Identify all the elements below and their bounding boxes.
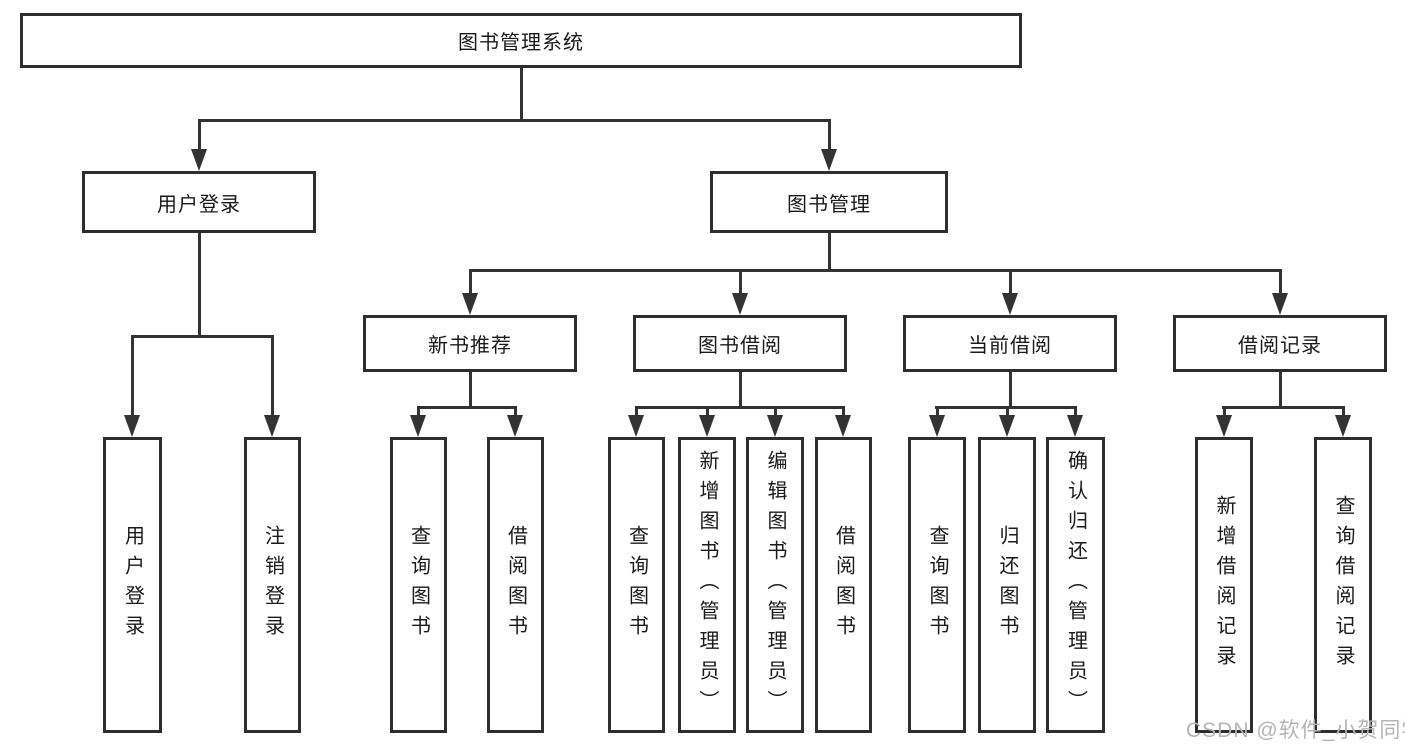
leaf-label: 用户登录	[121, 525, 144, 645]
leaf-label: 新增借阅记录	[1213, 495, 1235, 675]
connector-line-v	[635, 406, 638, 418]
connector-line-v	[936, 406, 939, 418]
connector-line-v	[514, 406, 517, 418]
arrow-down-icon	[462, 293, 478, 315]
connector-line-v	[520, 68, 523, 121]
connector-line-v	[131, 335, 134, 416]
leaf-label: 查询图书	[926, 525, 948, 645]
arrow-down-icon	[124, 415, 140, 437]
watermark: CSDN @软件_小贺同学	[1186, 719, 1405, 742]
arrow-down-icon	[821, 149, 837, 171]
arrow-down-icon	[628, 415, 644, 437]
connector-line-v	[828, 233, 831, 271]
leaf-borrow-book: 借阅图书	[815, 437, 872, 733]
leaf-edit-book-admin: 编辑图书（管理员）	[746, 437, 804, 733]
node-root: 图书管理系统	[20, 13, 1022, 68]
connector-line-v	[469, 269, 472, 295]
leaf-query-borrow-record: 查询借阅记录	[1314, 437, 1372, 733]
arrow-down-icon	[1067, 415, 1083, 437]
leaf-user-login: 用户登录	[103, 437, 162, 733]
arrow-down-icon	[264, 415, 280, 437]
connector-line-h	[131, 335, 274, 338]
connector-line-v	[417, 406, 420, 418]
arrow-down-icon	[410, 415, 426, 437]
connector-line-v	[271, 335, 274, 416]
connector-line-h	[198, 119, 831, 122]
leaf-label: 借阅图书	[832, 525, 855, 645]
leaf-add-book-admin: 新增图书（管理员）	[678, 437, 736, 733]
node-user-login: 用户登录	[82, 171, 316, 233]
leaf-return-book: 归还图书	[978, 437, 1036, 733]
connector-line-v	[739, 372, 742, 408]
connector-line-v	[1223, 406, 1226, 418]
leaf-label: 确认归还（管理员）	[1064, 450, 1087, 720]
connector-line-v	[469, 372, 472, 408]
arrow-down-icon	[1216, 415, 1232, 437]
leaf-label: 查询图书	[407, 525, 430, 645]
connector-line-v	[1279, 269, 1282, 295]
leaf-label: 编辑图书（管理员）	[764, 450, 786, 720]
arrow-down-icon	[699, 415, 715, 437]
connector-line-v	[739, 269, 742, 295]
connector-line-v	[1074, 406, 1077, 418]
node-book-borrow: 图书借阅	[633, 315, 847, 372]
connector-line-v	[1279, 372, 1282, 408]
arrow-down-icon	[1002, 293, 1018, 315]
connector-line-v	[706, 406, 709, 418]
leaf-label: 查询图书	[625, 525, 648, 645]
leaf-label: 借阅图书	[504, 525, 527, 645]
leaf-query-book: 查询图书	[390, 437, 447, 733]
leaf-label: 注销登录	[261, 525, 284, 645]
leaf-add-borrow-record: 新增借阅记录	[1195, 437, 1253, 733]
leaf-query-book: 查询图书	[608, 437, 665, 733]
leaf-label: 查询借阅记录	[1332, 495, 1354, 675]
arrow-down-icon	[767, 415, 783, 437]
connector-line-v	[1009, 269, 1012, 295]
leaf-label: 新增图书（管理员）	[696, 450, 718, 720]
arrow-down-icon	[835, 415, 851, 437]
leaf-logout: 注销登录	[244, 437, 301, 733]
connector-line-h	[469, 269, 1282, 272]
connector-line-v	[198, 119, 201, 150]
leaf-query-book: 查询图书	[908, 437, 966, 733]
arrow-down-icon	[929, 415, 945, 437]
arrow-down-icon	[1335, 415, 1351, 437]
connector-line-v	[1009, 372, 1012, 408]
node-new-book-recommend: 新书推荐	[363, 315, 577, 372]
connector-line-v	[842, 406, 845, 418]
arrow-down-icon	[999, 415, 1015, 437]
node-borrow-record: 借阅记录	[1173, 315, 1387, 372]
connector-line-h	[635, 406, 845, 409]
connector-line-h	[417, 406, 517, 409]
node-current-borrow: 当前借阅	[903, 315, 1117, 372]
leaf-label: 归还图书	[996, 525, 1018, 645]
connector-line-h	[1222, 406, 1345, 409]
arrow-down-icon	[507, 415, 523, 437]
arrow-down-icon	[191, 149, 207, 171]
arrow-down-icon	[1272, 293, 1288, 315]
leaf-confirm-return-admin: 确认归还（管理员）	[1046, 437, 1105, 733]
leaf-borrow-book: 借阅图书	[487, 437, 544, 733]
node-book-management: 图书管理	[710, 171, 948, 233]
connector-line-v	[828, 119, 831, 150]
connector-line-v	[1342, 406, 1345, 418]
connector-line-v	[774, 406, 777, 418]
connector-line-v	[198, 233, 201, 337]
arrow-down-icon	[732, 293, 748, 315]
connector-line-v	[1006, 406, 1009, 418]
